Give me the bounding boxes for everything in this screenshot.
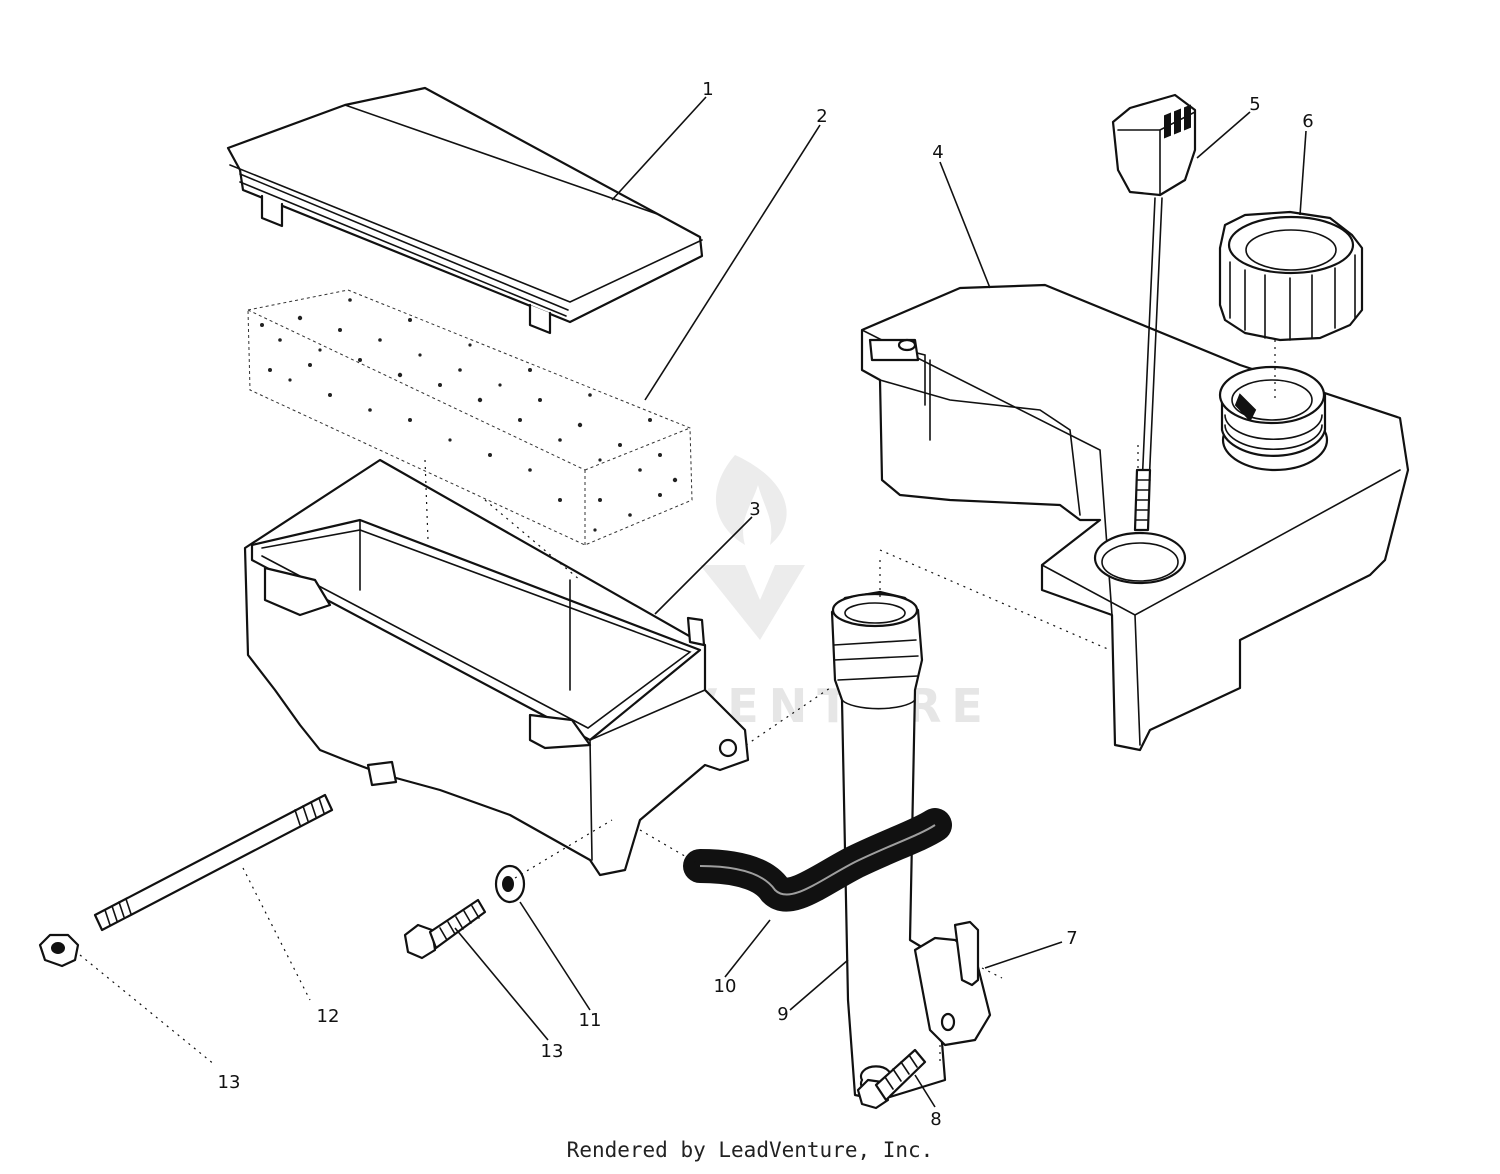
- callout-7: 7: [1066, 928, 1077, 949]
- callout-11: 11: [579, 1010, 602, 1031]
- leader-lines: [454, 96, 1307, 1108]
- part-bolt-left: [403, 898, 487, 960]
- part-foam-filter: [247, 289, 693, 546]
- callout-12: 12: [317, 1006, 340, 1027]
- part-bolt-right: [856, 1048, 927, 1110]
- callout-9: 9: [777, 1004, 788, 1025]
- callout-8-left: 13: [541, 1041, 564, 1062]
- part-flange-nut: [38, 933, 80, 968]
- callout-13: 13: [218, 1072, 241, 1093]
- callout-1: 1: [702, 79, 713, 100]
- callout-2: 2: [816, 106, 827, 127]
- alignment-lines: [79, 340, 1276, 1066]
- callout-10: 10: [714, 976, 737, 997]
- part-air-cleaner-base: [243, 458, 750, 877]
- callout-5: 5: [1249, 94, 1260, 115]
- callout-4: 4: [932, 142, 943, 163]
- part-dipstick: [1111, 93, 1197, 532]
- render-credit: Rendered by LeadVenture, Inc.: [566, 1138, 934, 1162]
- part-long-stud: [93, 793, 334, 932]
- callout-6: 6: [1302, 111, 1313, 132]
- part-bracket: [913, 920, 992, 1047]
- part-fuel-cap: [1218, 210, 1364, 342]
- part-washer: [494, 864, 526, 904]
- callout-8-right: 8: [930, 1109, 941, 1130]
- callout-3: 3: [749, 499, 760, 520]
- part-air-cleaner-cover: [226, 86, 704, 335]
- part-hose: [683, 808, 952, 912]
- callout-labels: 1 2 3 4 5 6 7 13 9 10 11 12 13 8: [218, 79, 1314, 1130]
